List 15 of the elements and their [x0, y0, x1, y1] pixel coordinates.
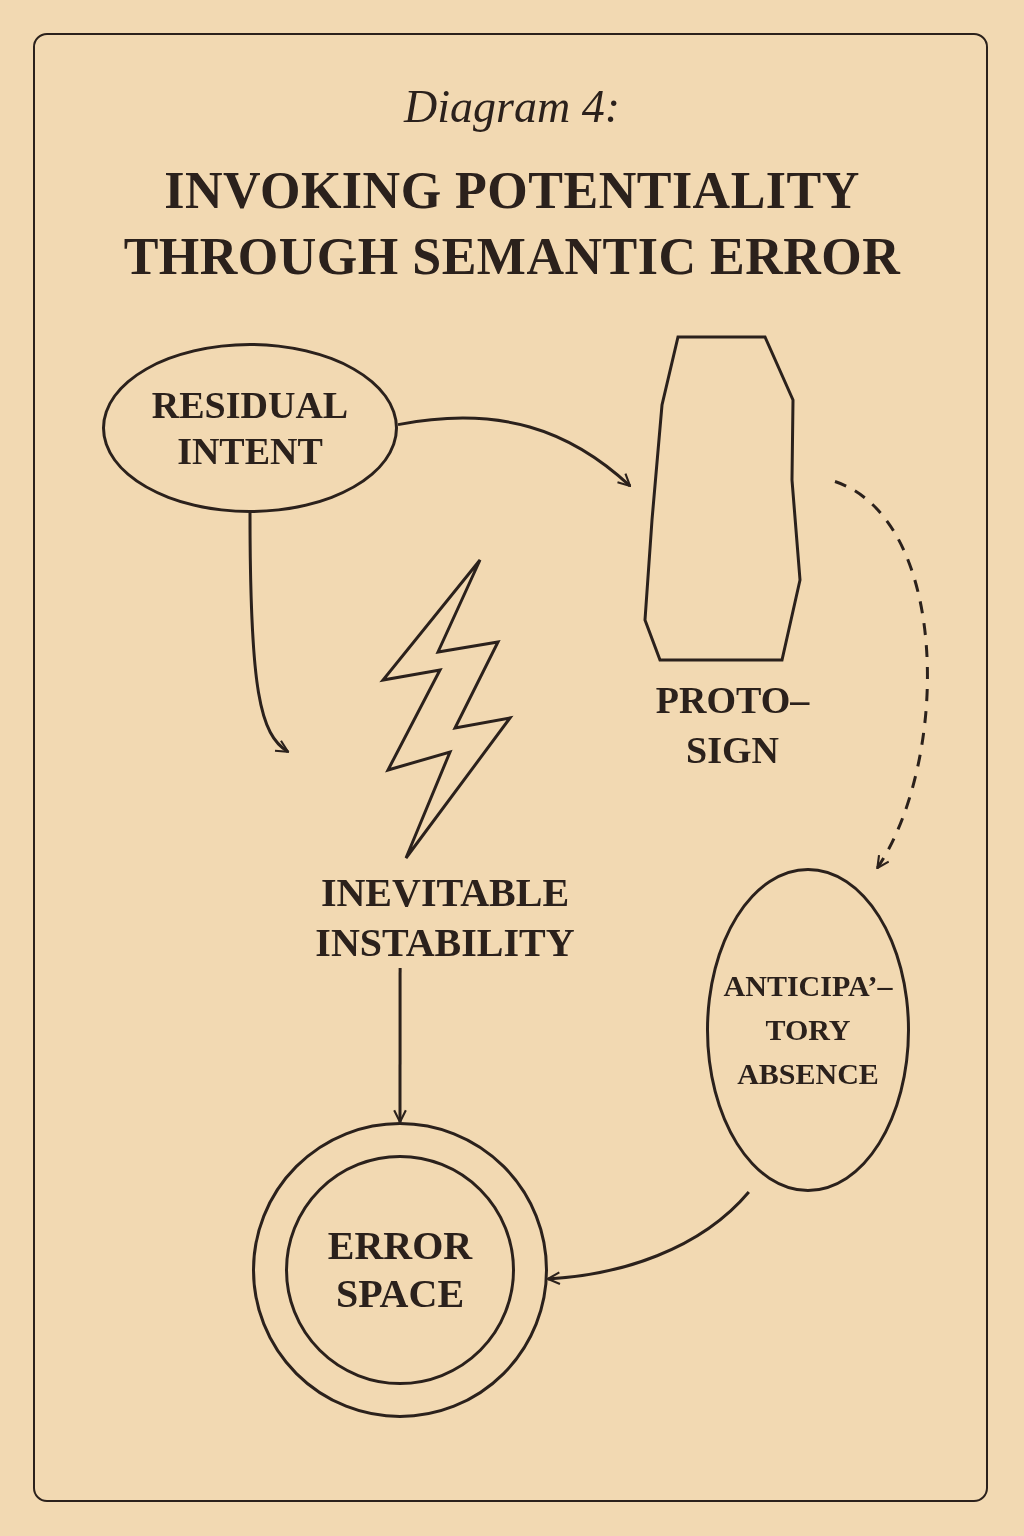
- arrow: [393, 968, 407, 1124]
- ellipse-node: [706, 868, 910, 1192]
- ellipse-node: [102, 343, 398, 513]
- diagram-number: Diagram 4:: [404, 80, 620, 133]
- double-circle-node: [252, 1122, 548, 1418]
- arrow: [546, 1191, 750, 1285]
- node-label: PROTO– SIGN: [654, 678, 811, 773]
- node-label: RESIDUAL INTENT: [150, 383, 350, 474]
- dashed-arrow: [834, 480, 929, 870]
- diagram-title: INVOKING POTENTIALITY THROUGH SEMANTIC ERROR: [122, 161, 902, 287]
- node-label: ANTICIPA’– TORY ABSENCE: [722, 968, 894, 1092]
- node-label: INEVITABLE INSTABILITY: [314, 869, 576, 967]
- arrow: [397, 416, 632, 488]
- arrow: [248, 513, 290, 753]
- node-label: ERROR SPACE: [326, 1222, 474, 1318]
